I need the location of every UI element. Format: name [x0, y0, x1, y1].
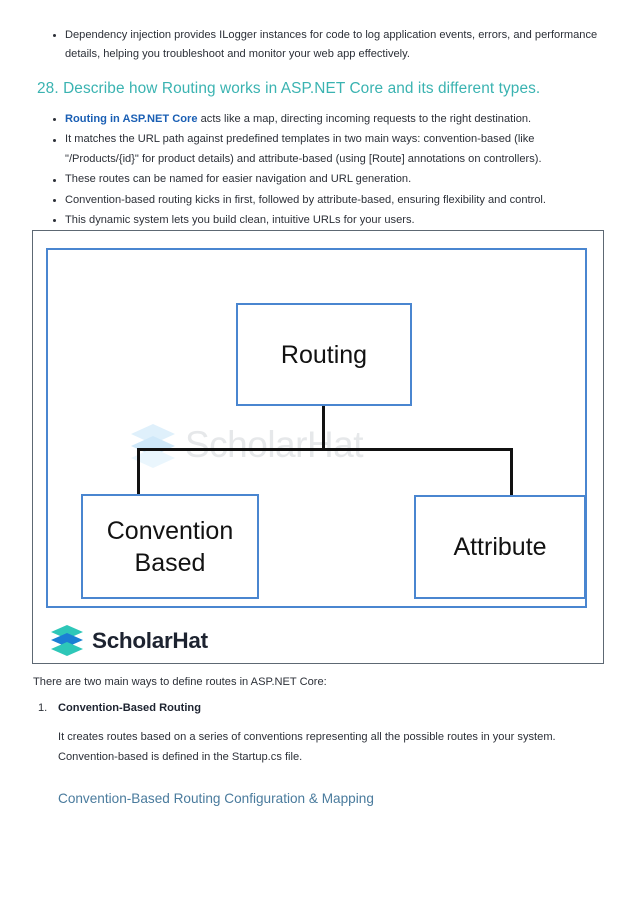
bullet-text: Convention-based routing kicks in first,…: [65, 193, 546, 206]
bullet-text: It matches the URL path against predefin…: [65, 133, 542, 165]
routing-bullet-list: Routing in ASP.NET Core acts like a map,…: [48, 110, 606, 231]
intro-paragraph: There are two main ways to define routes…: [33, 676, 327, 688]
inline-link-routing-aspnet-core[interactable]: Routing in ASP.NET Core: [65, 113, 198, 125]
list-item: Dependency injection provides ILogger in…: [48, 26, 610, 65]
connector-right-vertical: [510, 448, 513, 496]
connector-horizontal-bar: [137, 448, 513, 451]
brand-footer: ScholarHat: [49, 624, 208, 657]
scholarhat-watermark-logo-icon: [131, 424, 175, 468]
intro-bullet-list: Dependency injection provides ILogger in…: [48, 26, 610, 66]
connector-root-vertical: [322, 406, 325, 450]
list-item: This dynamic system lets you build clean…: [48, 211, 606, 230]
scholarhat-logo-icon: [51, 625, 83, 656]
list-item-body: It creates routes based on a series of c…: [58, 731, 556, 763]
bullet-text: These routes can be named for easier nav…: [65, 173, 412, 186]
list-item: It matches the URL path against predefin…: [48, 130, 606, 169]
list-marker: 1.: [38, 702, 48, 714]
connector-left-vertical: [137, 448, 140, 496]
list-item: Convention-based routing kicks in first,…: [48, 191, 606, 210]
bullet-text: This dynamic system lets you build clean…: [65, 214, 415, 227]
watermark-text: ScholarHat: [185, 424, 364, 465]
bullet-text: Dependency injection provides ILogger in…: [65, 29, 598, 61]
brand-name: ScholarHat: [92, 627, 208, 653]
list-item: Routing in ASP.NET Core acts like a map,…: [48, 110, 606, 129]
list-item: 1. Convention-Based Routing It creates r…: [33, 699, 603, 808]
diagram-node-convention-based: Convention Based: [81, 494, 259, 599]
watermark: ScholarHat: [128, 415, 528, 475]
list-item: These routes can be named for easier nav…: [48, 170, 606, 189]
list-item-title: Convention-Based Routing: [58, 702, 201, 714]
bullet-text: acts like a map, directing incoming requ…: [197, 113, 532, 125]
diagram-inner-frame: ScholarHat Routing Convention Based Attr…: [46, 248, 587, 608]
diagram-card: ScholarHat Routing Convention Based Attr…: [32, 230, 604, 664]
section-heading: 28. Describe how Routing works in ASP.NE…: [37, 80, 541, 97]
sub-heading-link[interactable]: Convention-Based Routing Configuration &…: [58, 791, 374, 807]
numbered-list: 1. Convention-Based Routing It creates r…: [33, 699, 603, 808]
diagram-node-routing: Routing: [236, 303, 412, 406]
diagram-node-attribute: Attribute: [414, 495, 586, 599]
